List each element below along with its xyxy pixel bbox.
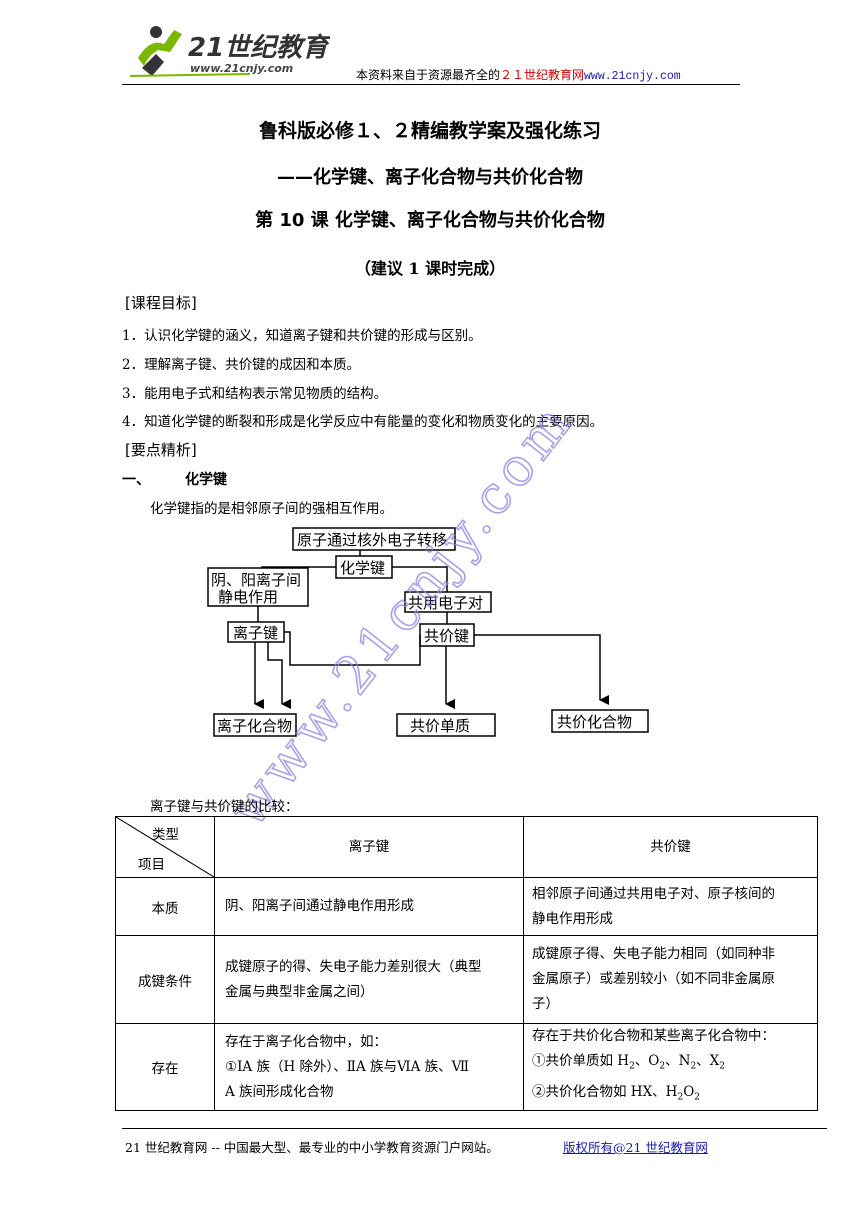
section-title: 化学键 <box>185 472 227 488</box>
cell-line: 子） <box>532 996 559 1012</box>
header-divider <box>122 84 740 85</box>
goal-item: 4．知道化学键的断裂和形成是化学反应中有能量的变化和物质变化的主要原因。 <box>122 414 604 430</box>
cell-line: 成键原子的得、失电子能力差别很大（典型 <box>225 958 482 975</box>
runner-logo-icon: 21世纪教育 www.21cnjy.com <box>129 26 332 77</box>
diagram-top-label: 原子通过核外电子转移 <box>297 531 447 549</box>
cell-line: 静电作用形成 <box>532 910 613 927</box>
lesson-title: 第 10 课 化学键、离子化合物与共价化合物 <box>255 210 605 231</box>
footer-copyright-link[interactable]: 版权所有@21 世纪教育网 <box>563 1140 708 1155</box>
box-shared <box>404 591 492 613</box>
row-label: 本质 <box>115 877 215 936</box>
header-note: 本资料来自于资源最齐全的２１世纪教育网www.21cnjy.com <box>356 66 681 83</box>
cell-line: 存在于共价化合物和某些离子化合物中： <box>532 1028 775 1044</box>
cell-line: 成键原子得、失电子能力相同（如同种非 <box>532 946 775 962</box>
corner-item-label: 项目 <box>138 857 165 873</box>
footer-text: 21 世纪教育网 -- 中国最大型、最专业的中小学教育资源门户网站。 <box>125 1140 499 1155</box>
cell-line: 相邻原子间通过共用电子对、原子核间的 <box>532 885 775 902</box>
table-row: 本质 阴、阳离子间通过静电作用形成 相邻原子间通过共用电子对、原子核间的 静电作… <box>115 877 818 936</box>
diagram-out-element-label: 共价单质 <box>410 717 470 735</box>
goals-heading: [课程目标] <box>125 294 197 312</box>
cell-line: 金属原子）或差别较小（如不同非金属原 <box>532 971 775 987</box>
box-out-element <box>396 713 496 737</box>
cell-line: A 族间形成化合物 <box>225 1083 334 1100</box>
header-covalent: 共价键 <box>523 816 818 878</box>
site-logo: 21世纪教育 www.21cnjy.com <box>129 18 332 80</box>
table-row: 存在 存在于离子化合物中，如： ①ⅠA 族（H 除外）、ⅡA 族与ⅥA 族、Ⅶ … <box>115 1022 818 1112</box>
goal-item: 3．能用电子式和结构表示常见物质的结构。 <box>122 386 388 402</box>
footer-divider <box>122 1128 827 1129</box>
diagram-covalent-label: 共价键 <box>424 627 469 645</box>
cell-text: ①共价单质如 H <box>532 1053 630 1069</box>
cell-covalent-condition: 成键原子得、失电子能力相同（如同种非 金属原子）或差别较小（如不同非金属原 子） <box>523 935 818 1024</box>
table-corner-cell: 类型 项目 <box>115 816 215 878</box>
table-caption: 离子键与共价键的比较： <box>150 799 299 815</box>
corner-type-label: 类型 <box>152 827 179 843</box>
diagram-shared-label: 共用电子对 <box>408 594 483 612</box>
cell-line-elements: ①共价单质如 H2、O2、N2、X2 <box>532 1053 726 1072</box>
page-subtitle: ——化学键、离子化合物与共价化合物 <box>277 167 583 188</box>
definition-text: 化学键指的是相邻原子间的强相互作用。 <box>150 501 393 517</box>
diagram-bond-label: 化学键 <box>340 559 385 577</box>
header-site-link[interactable]: ２１世纪教育网 <box>500 68 585 82</box>
lesson-note: （建议 1 课时完成） <box>354 259 506 278</box>
goal-item: 2．理解离子键、共价键的成因和本质。 <box>122 357 361 373</box>
table-row: 成键条件 成键原子的得、失电子能力差别很大（典型 金属与典型非金属之间） 成键原… <box>115 935 818 1024</box>
cell-line: 存在于离子化合物中，如： <box>225 1033 387 1050</box>
comparison-table: 类型 项目 离子键 共价键 本质 阴、阳离子间通过静电作用形成 相邻原子间通过共… <box>115 816 818 1112</box>
cell-covalent-essence: 相邻原子间通过共用电子对、原子核间的 静电作用形成 <box>523 877 818 936</box>
goal-item: 1．认识化学键的涵义，知道离子键和共价键的形成与区别。 <box>122 328 482 344</box>
box-top <box>292 527 456 551</box>
section-number: 一、 <box>122 472 150 488</box>
logo-url: www.21cnjy.com <box>190 62 293 75</box>
header-url-link[interactable]: www.21cnjy.com <box>584 70 681 83</box>
cell-line: ①ⅠA 族（H 除外）、ⅡA 族与ⅥA 族、Ⅶ <box>225 1058 470 1075</box>
header-ionic: 离子键 <box>214 816 524 878</box>
cell-covalent-existence: 存在于共价化合物和某些离子化合物中： ①共价单质如 H2、O2、N2、X2 ②共… <box>523 1022 818 1112</box>
corner-diagonal <box>116 817 214 877</box>
cell-ionic-essence: 阴、阳离子间通过静电作用形成 <box>214 877 524 936</box>
table-header-row: 类型 项目 离子键 共价键 <box>115 816 818 878</box>
diagram-out-ionic-label: 离子化合物 <box>217 717 292 735</box>
points-heading: [要点精析] <box>125 441 197 459</box>
cell-line: 金属与典型非金属之间） <box>225 983 374 1000</box>
cell-ionic-existence: 存在于离子化合物中，如： ①ⅠA 族（H 除外）、ⅡA 族与ⅥA 族、Ⅶ A 族… <box>214 1022 524 1112</box>
row-label: 成键条件 <box>115 935 215 1024</box>
cell-line-compounds: ②共价化合物如 HX、H2O2 <box>532 1083 700 1103</box>
diagram-left-label-2: 静电作用 <box>218 588 278 606</box>
diagram-ionic-label: 离子键 <box>233 624 278 642</box>
page-title: 鲁科版必修１、２精编教学案及强化练习 <box>258 120 601 142</box>
diagram-left-label-1: 阴、阳离子间 <box>211 571 301 589</box>
header-note-prefix: 本资料来自于资源最齐全的 <box>356 68 501 82</box>
row-label: 存在 <box>115 1022 215 1112</box>
logo-text: 21世纪教育 <box>188 33 330 63</box>
chemical-bond-diagram: 原子通过核外电子转移 化学键 阴、阳离子间 静电作用 共用电子对 离子键 共价键… <box>207 527 649 737</box>
box-out-covalent <box>551 709 649 733</box>
cell-ionic-condition: 成键原子的得、失电子能力差别很大（典型 金属与典型非金属之间） <box>214 935 524 1024</box>
cell-text: ②共价化合物如 HX、H <box>532 1083 678 1100</box>
box-out-ionic <box>213 713 297 737</box>
diagram-out-covalent-label: 共价化合物 <box>557 713 632 731</box>
